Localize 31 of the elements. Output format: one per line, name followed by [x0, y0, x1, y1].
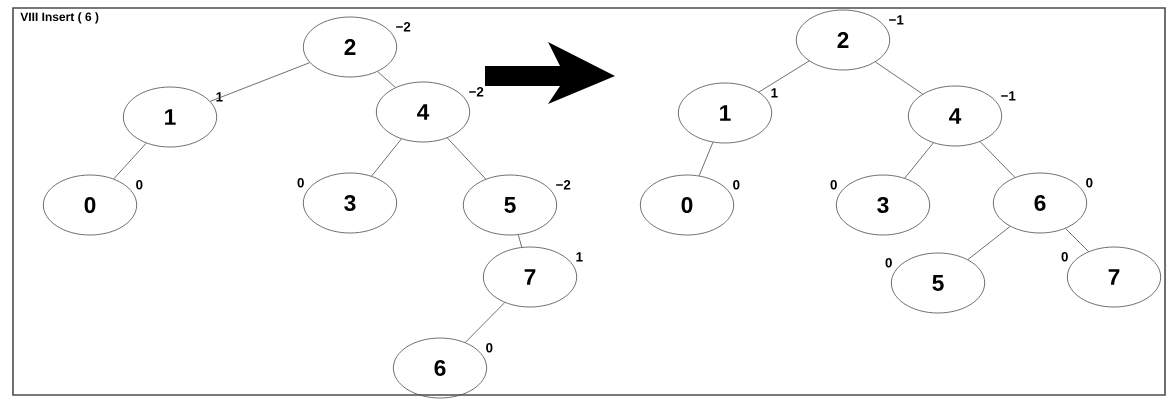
tree-edge	[209, 62, 311, 102]
balance-factor: 0	[297, 177, 304, 188]
balance-factor: −2	[469, 87, 484, 97]
balance-factor: 0	[733, 179, 740, 190]
balance-factor: −2	[556, 180, 571, 190]
balance-factor: 0	[136, 179, 143, 190]
balance-factor: 0	[1086, 177, 1093, 188]
tree-edge	[979, 141, 1016, 178]
title: VIII Insert ( 6 )	[20, 12, 99, 24]
tree-edge	[967, 226, 1011, 260]
balance-factor: 1	[771, 88, 778, 98]
balance-factor: 0	[1061, 251, 1068, 262]
balance-factor: −2	[396, 22, 411, 32]
tree-edge	[371, 138, 402, 177]
balance-factor: −1	[1001, 91, 1016, 101]
balance-factor: 1	[216, 92, 223, 102]
tree-edge	[113, 142, 147, 180]
tree-edge	[904, 142, 934, 179]
tree-edge	[758, 60, 810, 93]
tree-edge	[698, 141, 714, 177]
balance-factor: 0	[486, 342, 493, 353]
tree-edge	[517, 234, 523, 248]
tree-edge	[1065, 228, 1089, 252]
balance-factor: −1	[889, 15, 904, 25]
balance-factor: 0	[830, 179, 837, 190]
tree-edge	[464, 302, 506, 343]
tree-edge	[875, 61, 923, 95]
balance-factor: 1	[576, 252, 583, 262]
balance-factor: 0	[885, 257, 892, 268]
tree-edge	[377, 71, 396, 88]
tree-edge	[446, 137, 487, 180]
